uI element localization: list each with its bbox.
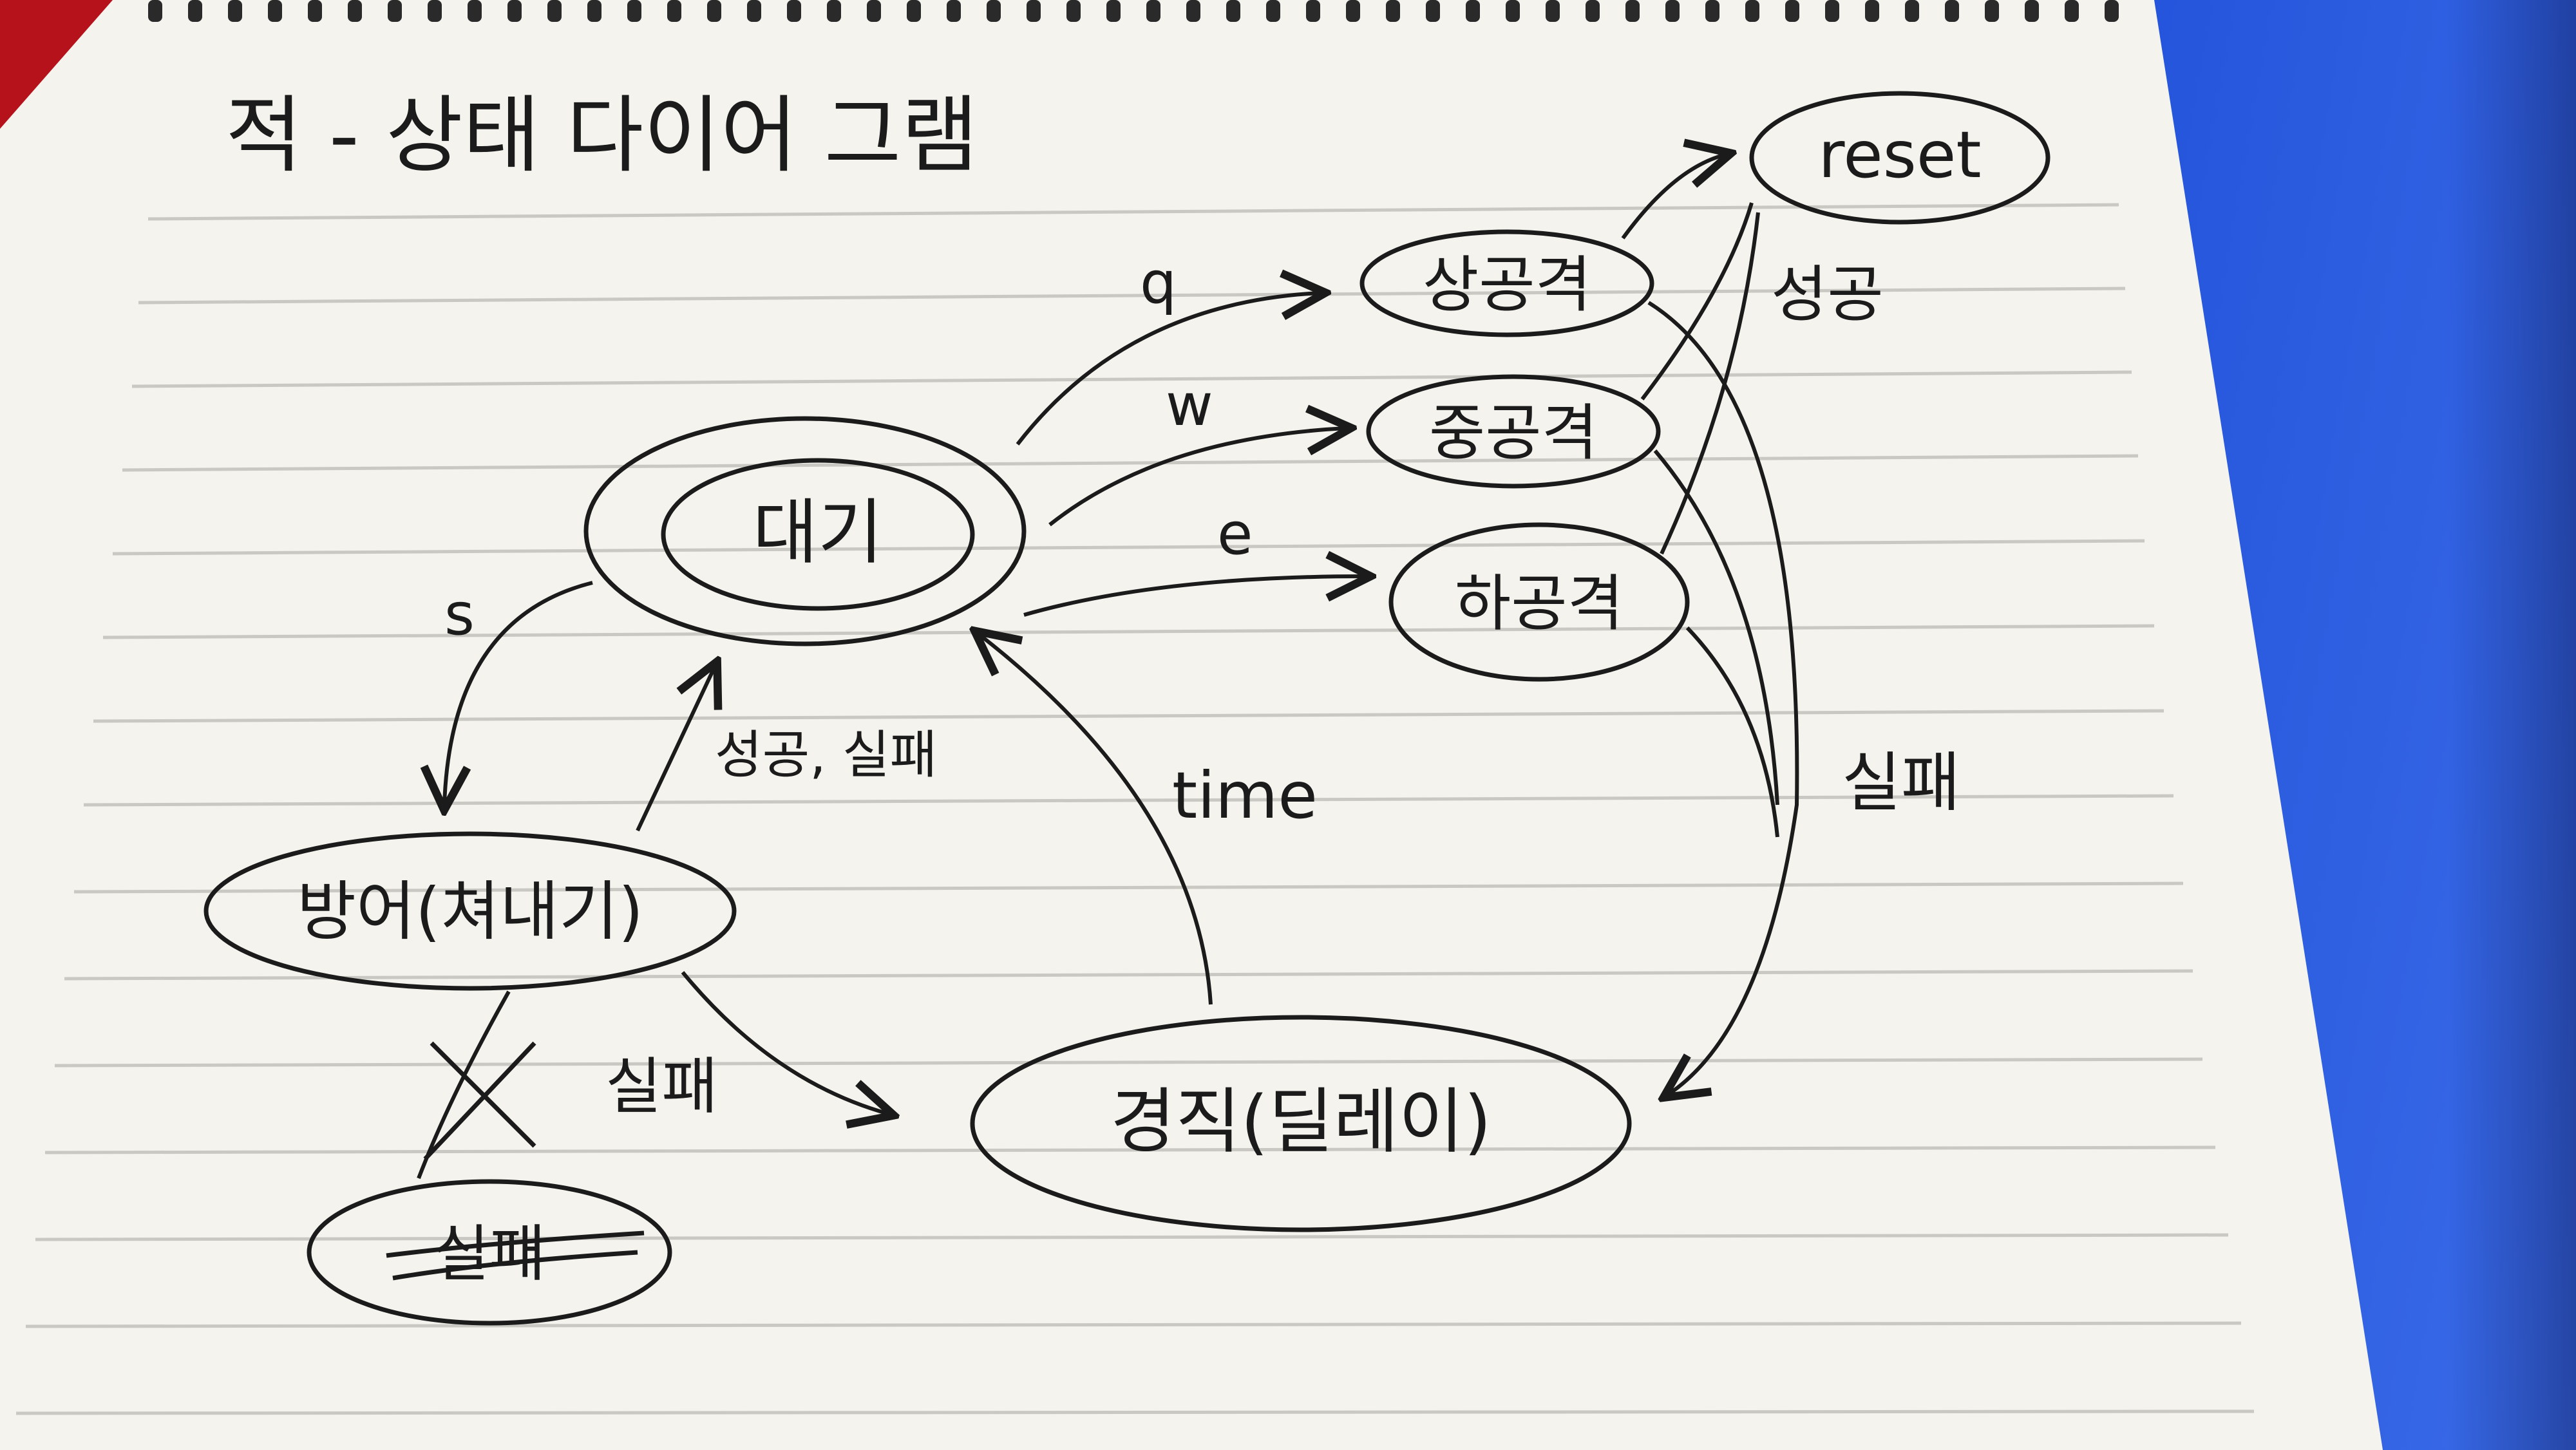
cross-out-mark [423, 1041, 536, 1161]
transition-s-label: s [444, 581, 475, 648]
spiral-hole [667, 0, 681, 22]
spiral-hole [1705, 0, 1719, 22]
spiral-hole [987, 0, 1001, 22]
spiral-hole [2065, 0, 2079, 22]
spiral-hole [228, 0, 242, 22]
state-upper-attack: 상공격 [1359, 229, 1654, 337]
spiral-hole [2025, 0, 2039, 22]
spiral-hole [1586, 0, 1600, 22]
transition-w-label: w [1166, 372, 1213, 439]
spiral-hole [707, 0, 721, 22]
spiral-hole [907, 0, 921, 22]
spiral-hole [1306, 0, 1320, 22]
spiral-hole [827, 0, 841, 22]
spiral-hole [148, 0, 162, 22]
arrow-lower-to-fail-branch [1685, 626, 1779, 838]
state-defense-label: 방어(쳐내기) [297, 874, 643, 949]
arrow-idle-to-middle [1048, 428, 1346, 527]
spiral-hole [1186, 0, 1200, 22]
spiral-hole [947, 0, 961, 22]
spiral-hole [1466, 0, 1480, 22]
spiral-hole [388, 0, 402, 22]
arrow-middle-to-fail-branch [1653, 449, 1779, 805]
state-middle-attack-label: 중공격 [1429, 398, 1598, 469]
spiral-hole [1146, 0, 1160, 22]
arrow-lower-to-reset [1660, 212, 1760, 555]
spiral-hole [1745, 0, 1759, 22]
spiral-hole [547, 0, 562, 22]
state-stun-label: 경직(딜레이) [1110, 1080, 1492, 1163]
background-shade [2447, 0, 2576, 1450]
state-lower-attack: 하공격 [1388, 522, 1690, 682]
spiral-hole [468, 0, 482, 22]
spiral-hole [507, 0, 522, 22]
spiral-hole [787, 0, 801, 22]
arrow-idle-to-defense [444, 581, 593, 805]
arrow-stun-to-idle [979, 634, 1213, 1005]
transition-defense-fail-label: 실패 [605, 1051, 718, 1122]
spiral-hole [348, 0, 362, 22]
transition-e-label: e [1217, 500, 1253, 568]
diagram-title: 적 - 상태 다이어 그램 [225, 86, 978, 184]
arrow-defense-to-idle [636, 666, 715, 832]
state-fail-struck: 실패 [307, 1179, 672, 1326]
spiral-hole [1905, 0, 1919, 22]
spiral-hole [1066, 0, 1081, 22]
spiral-hole [2105, 0, 2119, 22]
spiral-hole [268, 0, 282, 22]
state-reset-label: reset [1818, 117, 1981, 193]
arrow-attacks-to-stun [1647, 301, 1799, 1095]
state-stun: 경직(딜레이) [970, 1015, 1632, 1232]
spiral-hole [308, 0, 322, 22]
arrow-defense-to-stun [681, 971, 889, 1114]
transition-q-label: q [1140, 249, 1177, 317]
state-defense: 방어(쳐내기) [204, 831, 737, 991]
spiral-hole [188, 0, 202, 22]
state-upper-attack-label: 상공격 [1423, 250, 1591, 321]
strike-through-mark [386, 1230, 645, 1281]
paper-sheet [0, 0, 2383, 1450]
transition-attack-success-label: 성공 [1771, 259, 1884, 330]
arrow-upper-to-reset [1621, 155, 1726, 240]
state-idle-label: 대기 [753, 491, 883, 574]
spiral-hole [1386, 0, 1400, 22]
spiral-hole [587, 0, 601, 22]
spiral-hole [1106, 0, 1121, 22]
arrow-middle-to-reset [1640, 202, 1754, 400]
state-fail-struck-label: 실패 [433, 1219, 546, 1290]
spiral-hole [1506, 0, 1520, 22]
state-lower-attack-label: 하공격 [1455, 569, 1624, 639]
state-middle-attack: 중공격 [1366, 374, 1661, 489]
spiral-hole [1825, 0, 1839, 22]
arrow-idle-to-upper [1016, 293, 1320, 446]
spiral-hole [1985, 0, 1999, 22]
spiral-hole [428, 0, 442, 22]
spiral-hole [1625, 0, 1640, 22]
spiral-hole [1785, 0, 1799, 22]
spiral-hole [1945, 0, 1959, 22]
arrow-idle-to-lower [1023, 576, 1365, 617]
spiral-hole [1426, 0, 1440, 22]
spiral-hole [1226, 0, 1240, 22]
spiral-hole [1266, 0, 1280, 22]
ruled-lines [15, 203, 2255, 1415]
spiral-hole [747, 0, 761, 22]
spiral-hole [1027, 0, 1041, 22]
spiral-hole [1546, 0, 1560, 22]
spiral-hole [1865, 0, 1879, 22]
spiral-hole [627, 0, 641, 22]
state-reset: reset [1749, 91, 2050, 225]
spiral-hole [867, 0, 881, 22]
transition-success-fail-label: 성공, 실패 [715, 725, 937, 785]
spiral-hole [1346, 0, 1360, 22]
spiral-binding [129, 0, 2125, 22]
transition-time-label: time [1172, 758, 1318, 833]
state-idle: 대기 [583, 416, 1027, 646]
spiral-hole [1665, 0, 1680, 22]
transition-attack-fail-label: 실패 [1842, 745, 1960, 820]
